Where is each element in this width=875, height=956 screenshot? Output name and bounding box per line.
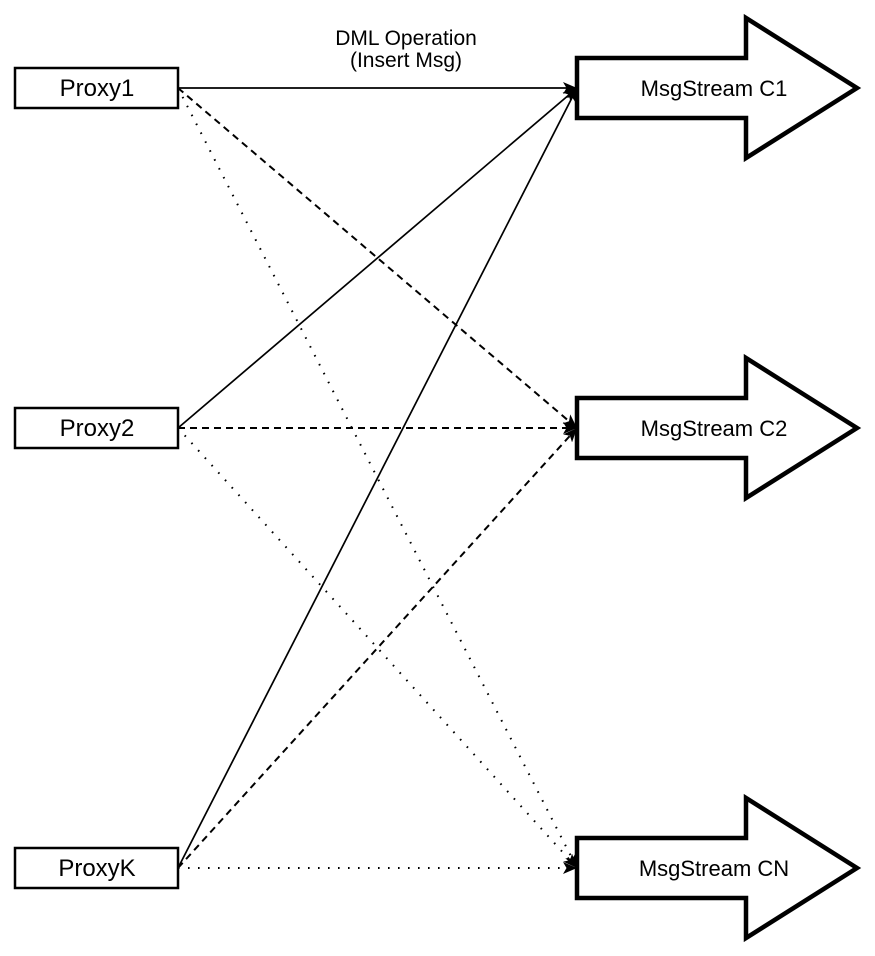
msgstream-c1-arrow-shape (574, 13, 862, 163)
dml-operation-label-line2: (Insert Msg) (350, 49, 462, 72)
edge-proxyk-c1 (177, 87, 578, 869)
msgstream-cn-label: MsgStream CN (639, 856, 789, 881)
node-msgstream-cn: MsgStream CN (574, 793, 862, 943)
msgstream-cn-arrow-shape (574, 793, 862, 943)
edge-layer (177, 82, 578, 874)
edge-proxy2-c1 (177, 87, 578, 429)
proxy1-label: Proxy1 (60, 75, 135, 102)
edge-proxy1-cn (177, 87, 578, 869)
dml-operation-label-line1: DML Operation (335, 27, 477, 50)
msgstream-c1-label: MsgStream C1 (641, 76, 788, 101)
node-proxyk: ProxyK (13, 846, 180, 890)
proxy2-box (13, 406, 180, 450)
proxy2-label: Proxy2 (60, 415, 135, 442)
proxy1-box (13, 66, 180, 110)
node-msgstream-c1: MsgStream C1 (574, 13, 862, 163)
proxyk-label: ProxyK (58, 855, 135, 882)
node-proxy1: Proxy1 (13, 66, 180, 110)
dml-operation-label: DML Operation (Insert Msg) (335, 27, 477, 72)
node-proxy2: Proxy2 (13, 406, 180, 450)
proxyk-box (13, 846, 180, 890)
edge-proxy1-c2 (177, 87, 578, 429)
node-msgstream-c2: MsgStream C2 (574, 353, 862, 503)
msgstream-c2-label: MsgStream C2 (641, 416, 788, 441)
msgstream-c2-arrow-shape (574, 353, 862, 503)
edge-proxyk-c2 (177, 427, 578, 869)
